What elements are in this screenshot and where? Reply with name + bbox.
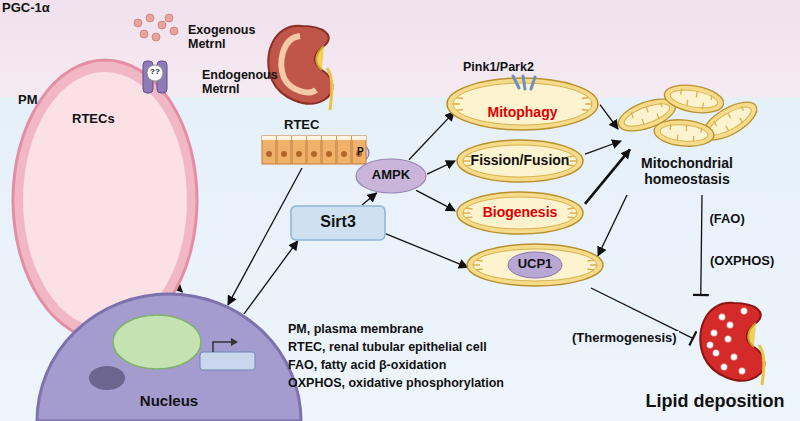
node-label: Nucleus bbox=[35, 392, 303, 409]
node-label: RTECs bbox=[72, 112, 115, 127]
node-label: RTEC bbox=[284, 118, 319, 133]
cell-illustration-outline bbox=[10, 15, 195, 200]
arrow-connector bbox=[427, 161, 455, 174]
edge-label: (FAO) bbox=[707, 212, 746, 227]
node-label: PM bbox=[18, 93, 38, 108]
node-label: UCP1 bbox=[465, 257, 605, 272]
node-label: Endogenous Metrnl bbox=[202, 68, 264, 97]
node-heading: Pink1/Park2 bbox=[463, 60, 534, 74]
arrow-connector bbox=[598, 195, 627, 256]
nucleus-shape: Nucleus bbox=[35, 292, 303, 421]
arrow-connector bbox=[386, 234, 468, 267]
mitochondrion: UCP1 bbox=[465, 242, 605, 288]
mitochondria-cluster: Mitochondrial homeostasis bbox=[612, 75, 762, 195]
kidney-illustration: Lipid deposition bbox=[636, 295, 794, 419]
edge-label: (Thermogenesis) bbox=[570, 331, 679, 346]
node-label: Mitochondrial homeostasis bbox=[612, 155, 762, 187]
abbreviation-note: RTEC, renal tubular epithelial cell bbox=[288, 340, 487, 354]
process-box: Sirt3 bbox=[290, 205, 386, 241]
mitochondrion: Pink1/Park2Mitophagy bbox=[445, 60, 600, 132]
arrow-connector bbox=[585, 149, 630, 203]
node-label: Exogenous Metrnl bbox=[188, 23, 252, 52]
cell-illustration: Exogenous MetrnlPMRTECs bbox=[10, 15, 195, 200]
arrow-connector bbox=[585, 141, 621, 154]
abbreviation-note: PM, plasma membrane bbox=[288, 322, 423, 336]
node-label: Mitophagy bbox=[445, 104, 600, 120]
panel-title: PGC-1α bbox=[2, 1, 50, 16]
mitochondrion: Biogenesis bbox=[455, 190, 585, 236]
arrow-connector bbox=[600, 105, 618, 129]
arrow-connector bbox=[244, 241, 298, 314]
abbreviation-note: OXPHOS, oxidative phosphorylation bbox=[288, 376, 504, 390]
unknown-mark: ?? bbox=[150, 67, 160, 76]
protein-ellipse: AMPK bbox=[355, 158, 427, 194]
arrow-connector bbox=[362, 193, 377, 205]
pathway-label: (OXPHOS) bbox=[708, 254, 776, 269]
node-label: Lipid deposition bbox=[636, 391, 794, 412]
node-label: Sirt3 bbox=[290, 213, 386, 231]
mitochondrion: Fission/Fusion bbox=[455, 138, 585, 184]
arrow-connector bbox=[409, 112, 454, 160]
node-label: AMPK bbox=[355, 168, 427, 183]
kidney-illustration: Endogenous MetrnlRTEC bbox=[200, 18, 370, 168]
abbreviation-note: FAO, fatty acid β-oxidation bbox=[288, 358, 446, 372]
arrow-connector bbox=[416, 190, 455, 210]
node-label: Biogenesis bbox=[455, 204, 585, 220]
inhibition-line bbox=[701, 195, 702, 295]
node-label: Fission/Fusion bbox=[455, 152, 585, 168]
phospho-mark: P bbox=[357, 146, 364, 158]
